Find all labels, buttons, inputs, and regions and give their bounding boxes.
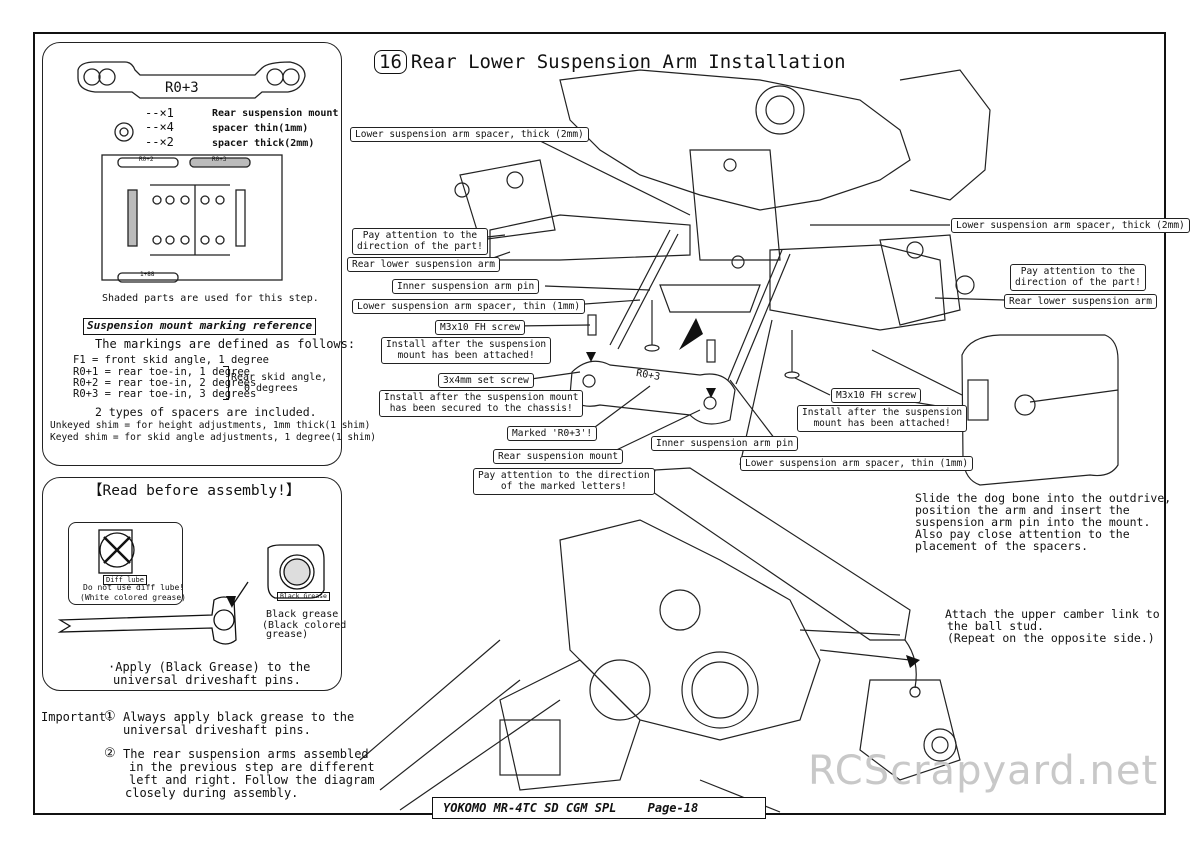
black-grease-2: (Black colored bbox=[262, 620, 347, 631]
important-l1: Always apply black grease to the bbox=[123, 710, 355, 724]
callout-install-after-left-2: mount has been attached! bbox=[397, 350, 535, 362]
white-grease: (White colored grease) bbox=[80, 593, 186, 602]
marking-heading: Suspension mount marking reference bbox=[83, 318, 317, 335]
black-grease-tag: Black Grease bbox=[277, 592, 330, 602]
callout-attention-right-2: direction of the part! bbox=[1015, 277, 1141, 289]
callout-spacer-thin-left: Lower suspension arm spacer, thin (1mm) bbox=[352, 299, 586, 315]
sprue-label-2: R0+3 bbox=[212, 156, 227, 163]
slide-note-4: Also pay close attention to the bbox=[915, 527, 1130, 541]
spacers-intro: 2 types of spacers are included. bbox=[95, 405, 317, 419]
callout-spacer-thin-right: Lower suspension arm spacer, thin (1mm) bbox=[740, 456, 974, 472]
sprue-label-1: R0+2 bbox=[139, 156, 154, 163]
slide-note-1: Slide the dog bone into the outdrive, bbox=[915, 491, 1172, 505]
part-qty-1: --×1 bbox=[145, 106, 174, 120]
callout-attention-letters-1: Pay attention to the direction bbox=[478, 470, 650, 481]
callout-m3x10-left: M3x10 FH screw bbox=[435, 320, 526, 336]
apply-2: universal driveshaft pins. bbox=[113, 673, 301, 687]
callout-m3x10-right: M3x10 FH screw bbox=[831, 388, 922, 404]
callout-install-secured-2: has been secured to the chassis! bbox=[389, 403, 573, 415]
footer-model: YOKOMO MR-4TC SD CGM SPL bbox=[443, 801, 617, 815]
black-grease-1: Black grease bbox=[266, 609, 339, 620]
important-l6: closely during assembly. bbox=[125, 786, 299, 800]
callout-arm-right: Rear lower suspension arm bbox=[1004, 294, 1157, 310]
important-l2: universal driveshaft pins. bbox=[123, 723, 311, 737]
callout-attention-left-2: direction of the part! bbox=[357, 241, 483, 253]
part-name-2: spacer thin(1mm) bbox=[212, 123, 309, 134]
bracket-note-2: 0 degrees bbox=[244, 383, 299, 394]
callout-attention-left: Pay attention to the direction of the pa… bbox=[352, 228, 488, 255]
parts-caption: Shaded parts are used for this step. bbox=[102, 293, 319, 304]
slide-note-5: placement of the spacers. bbox=[915, 539, 1089, 553]
callout-attention-right: Pay attention to the direction of the pa… bbox=[1010, 264, 1146, 291]
footer-page: Page-18 bbox=[647, 801, 699, 815]
part-qty-3: --×2 bbox=[145, 135, 174, 149]
callout-spacer-thick-right: Lower suspension arm spacer, thick (2mm) bbox=[951, 218, 1190, 234]
callout-inner-pin-left: Inner suspension arm pin bbox=[392, 279, 540, 295]
parts-box bbox=[42, 42, 342, 466]
callout-attention-letters-2: of the marked letters! bbox=[500, 481, 627, 493]
diff-lube-panel bbox=[68, 522, 183, 605]
marking-intro: The markings are defined as follows: bbox=[95, 337, 356, 351]
watermark: RCScrapyard.net bbox=[808, 748, 1159, 794]
callout-inner-pin-right: Inner suspension arm pin bbox=[651, 436, 799, 452]
important-num-2: ② bbox=[104, 746, 116, 761]
callout-arm-left: Rear lower suspension arm bbox=[347, 257, 500, 273]
slide-note-2: position the arm and insert the bbox=[915, 503, 1130, 517]
important-l5: left and right. Follow the diagram bbox=[129, 773, 375, 787]
callout-attention-letters: Pay attention to the direction of the ma… bbox=[473, 468, 655, 495]
callout-install-after-right-1: Install after the suspension bbox=[802, 407, 963, 418]
callout-attention-right-1: Pay attention to the bbox=[1020, 266, 1136, 277]
apply-1: ·Apply (Black Grease) to the bbox=[108, 660, 311, 674]
important-label: Important! bbox=[41, 710, 114, 724]
callout-install-after-left: Install after the suspension mount has b… bbox=[381, 337, 552, 364]
part-name-1: Rear suspension mount bbox=[212, 108, 339, 119]
callout-install-after-right-2: mount has been attached! bbox=[813, 418, 951, 430]
diff-lube-label: Diff lube bbox=[103, 575, 147, 586]
callout-attention-left-1: Pay attention to the bbox=[362, 230, 478, 241]
no-diff-lube: Do not use diff lube! bbox=[83, 583, 185, 592]
important-l4: in the previous step are different bbox=[129, 760, 375, 774]
part-label: R0+3 bbox=[165, 80, 199, 96]
callout-install-after-right: Install after the suspension mount has b… bbox=[797, 405, 968, 432]
read-before-heading: 【Read before assembly!】 bbox=[88, 483, 301, 499]
part-name-3: spacer thick(2mm) bbox=[212, 138, 315, 149]
camber-note-2: the ball stud. bbox=[947, 619, 1044, 633]
callout-install-after-left-1: Install after the suspension bbox=[386, 339, 547, 350]
part-qty-2: --×4 bbox=[145, 120, 174, 134]
callout-mount: Rear suspension mount bbox=[493, 449, 624, 465]
marking-line-4: R0+3 = rear toe-in, 3 degrees bbox=[73, 388, 257, 400]
marking-line-3: R0+2 = rear toe-in, 2 degrees bbox=[73, 377, 257, 389]
callout-spacer-thick-left: Lower suspension arm spacer, thick (2mm) bbox=[350, 127, 589, 143]
callout-install-secured: Install after the suspension mount has b… bbox=[379, 390, 584, 417]
callout-install-secured-1: Install after the suspension mount bbox=[384, 392, 579, 403]
bracket bbox=[223, 366, 229, 400]
bracket-note-1: Rear skid angle, bbox=[231, 372, 328, 383]
important-l3: The rear suspension arms assembled bbox=[123, 747, 369, 761]
marking-line-2: R0+1 = rear toe-in, 1 degree bbox=[73, 366, 251, 378]
important-num-1: ① bbox=[104, 709, 116, 724]
callout-marked: Marked 'R0+3'! bbox=[507, 426, 598, 442]
camber-note-3: (Repeat on the opposite side.) bbox=[947, 631, 1155, 645]
camber-note-1: Attach the upper camber link to bbox=[945, 607, 1160, 621]
read-before-box bbox=[42, 477, 342, 691]
callout-set-screw: 3x4mm set screw bbox=[438, 373, 534, 389]
slide-note-3: suspension arm pin into the mount. bbox=[915, 515, 1151, 529]
keyed-shim: Keyed shim = for skid angle adjustments,… bbox=[50, 432, 377, 443]
unkeyed-shim: Unkeyed shim = for height adjustments, 1… bbox=[50, 420, 371, 431]
page-footer: YOKOMO MR-4TC SD CGM SPL Page-18 bbox=[432, 797, 766, 819]
black-grease-3: grease) bbox=[266, 629, 309, 640]
step-number: 16 bbox=[374, 50, 407, 74]
marking-line-1: F1 = front skid angle, 1 degree bbox=[73, 354, 269, 366]
step-title-text: Rear Lower Suspension Arm Installation bbox=[410, 51, 846, 73]
sprue-label-3: 1+88 bbox=[140, 271, 155, 278]
